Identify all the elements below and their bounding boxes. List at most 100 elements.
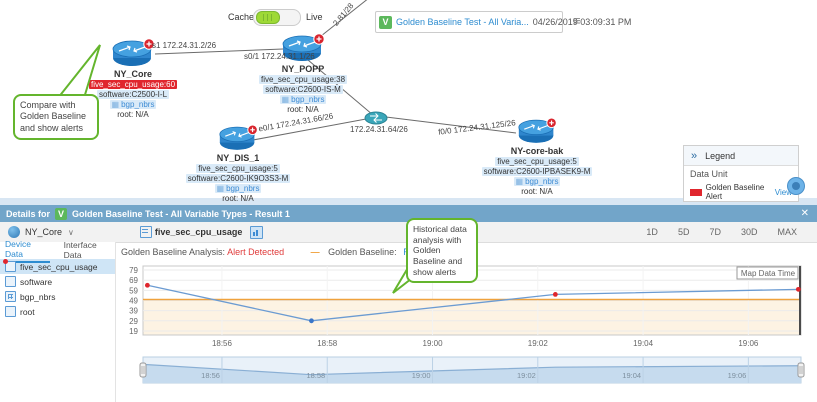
- variable-alert-icon: [3, 259, 16, 272]
- callout-historical-analysis: Historical data analysis with Golden Bas…: [406, 218, 478, 284]
- svg-text:19:06: 19:06: [738, 339, 759, 348]
- analysis-label: Golden Baseline Analysis:: [121, 247, 226, 257]
- device-ny-popp[interactable]: NY_POPP five_sec_cpu_usage:38 software:C…: [238, 33, 368, 114]
- device-cpu: five_sec_cpu_usage:5: [495, 157, 579, 166]
- tab-device-data[interactable]: Device Data: [5, 239, 50, 263]
- tab-five-sec-cpu-usage[interactable]: five_sec_cpu_usage: [139, 226, 242, 238]
- svg-text:19: 19: [129, 327, 138, 336]
- range-30d-button[interactable]: 30D: [740, 227, 758, 237]
- legend-section-label: Data Unit: [690, 169, 728, 179]
- device-root: root: N/A: [117, 110, 149, 119]
- svg-text:18:58: 18:58: [306, 371, 325, 380]
- device-selector[interactable]: NY_Core ∨: [0, 226, 74, 238]
- legend-alert-label: Golden Baseline Alert: [705, 183, 765, 201]
- svg-text:18:58: 18:58: [317, 339, 338, 348]
- selected-device-name: NY_Core: [25, 227, 63, 237]
- link-label: 2.81/28: [331, 1, 356, 28]
- tab-interface-data[interactable]: Interface Data: [63, 239, 97, 260]
- baseline-test-selector[interactable]: V Golden Baseline Test - All Varia... 04…: [375, 11, 631, 33]
- range-max-button[interactable]: MAX: [777, 227, 797, 237]
- baseline-test-title: Golden Baseline Test - All Varia...: [396, 17, 529, 27]
- tree-item-bgp-nbrs[interactable]: bgp_nbrs: [0, 289, 115, 304]
- table-icon: [5, 291, 16, 302]
- svg-text:59: 59: [129, 286, 138, 295]
- device-name: NY_DIS_1: [216, 153, 260, 163]
- device-root: root: N/A: [521, 187, 553, 196]
- svg-text:69: 69: [129, 276, 138, 285]
- tree-item-software[interactable]: software: [0, 274, 115, 289]
- map-control-button[interactable]: [787, 177, 805, 195]
- baseline-test-timestamp: 04/26/2019 03:09:31 PM: [532, 17, 632, 27]
- device-software: software:C2600-IK9O3S3-M: [185, 174, 291, 183]
- device-cpu-alert: five_sec_cpu_usage:60: [88, 80, 178, 89]
- variable-icon: [5, 306, 16, 317]
- topology-map: s1 172.24.31.2/26 s0/1 172.24.31.1/26 e0…: [0, 0, 817, 203]
- device-ny-core[interactable]: NY_Core five_sec_cpu_usage:60 software:C…: [68, 38, 198, 119]
- cache-live-toggle[interactable]: [253, 9, 301, 26]
- link-label: s1 172.24.31.2/26: [152, 41, 217, 50]
- alert-status: Alert Detected: [227, 247, 285, 257]
- svg-text:Map Data Time: Map Data Time: [741, 269, 796, 278]
- router-icon: [219, 124, 258, 150]
- device-bgp-link[interactable]: ▦bgp_nbrs: [109, 100, 157, 109]
- alert-badge-icon: [247, 124, 258, 135]
- legend-panel: » Legend Data Unit Golden Baseline Alert…: [683, 145, 799, 202]
- device-bgp-link[interactable]: ▦bgp_nbrs: [513, 177, 561, 186]
- device-software: software:C2600-IPBASEK9-M: [481, 167, 593, 176]
- callout-compare-baseline: Compare with Golden Baseline and show al…: [13, 94, 99, 140]
- device-bgp-link[interactable]: ▦bgp_nbrs: [214, 184, 262, 193]
- map-details-divider: [0, 198, 817, 205]
- toggle-knob: [256, 11, 280, 24]
- device-name: NY_POPP: [281, 64, 325, 74]
- media-switch-icon: [364, 111, 388, 125]
- details-for-label: Details for: [6, 208, 51, 219]
- baseline-label: Golden Baseline:: [328, 247, 397, 257]
- device-software: software:C2600-IS-M: [263, 85, 343, 94]
- device-ny-dis-1[interactable]: NY_DIS_1 five_sec_cpu_usage:5 software:C…: [173, 124, 303, 203]
- cache-label: Cache: [228, 12, 255, 22]
- svg-text:29: 29: [129, 317, 138, 326]
- device-bgp-link[interactable]: ▦bgp_nbrs: [279, 95, 327, 104]
- time-range-navigator[interactable]: 18:56 18:58 19:00 19:02 19:04 19:06: [115, 354, 817, 388]
- svg-text:18:56: 18:56: [212, 339, 233, 348]
- range-1d-button[interactable]: 1D: [646, 227, 658, 237]
- range-5d-button[interactable]: 5D: [677, 227, 690, 237]
- chart-view-icon[interactable]: [250, 225, 264, 239]
- device-ny-core-bak[interactable]: NY-core-bak five_sec_cpu_usage:5 softwar…: [472, 117, 602, 196]
- svg-text:49: 49: [129, 297, 138, 306]
- device-root: root: N/A: [222, 194, 254, 203]
- legend-view-link[interactable]: View: [774, 187, 792, 197]
- alert-badge-icon: [143, 38, 155, 50]
- baseline-line-swatch: —: [310, 247, 320, 257]
- variable-badge-icon: V: [55, 207, 68, 220]
- menu-icon[interactable]: ≡: [573, 13, 581, 28]
- svg-text:39: 39: [129, 307, 138, 316]
- svg-text:19:06: 19:06: [728, 371, 747, 380]
- svg-text:19:04: 19:04: [622, 371, 641, 380]
- close-icon[interactable]: ✕: [800, 208, 809, 219]
- tree-item-root[interactable]: root: [0, 304, 115, 319]
- link-label: s0/1 172.24.31.1/26: [244, 52, 315, 61]
- chevron-down-icon: ∨: [68, 227, 74, 237]
- legend-title: Legend: [705, 150, 736, 161]
- router-icon: [112, 38, 155, 66]
- alert-badge-icon: [546, 117, 557, 128]
- svg-text:18:56: 18:56: [201, 371, 220, 380]
- alert-color-swatch: [690, 188, 702, 196]
- details-header: Details for V Golden Baseline Test - All…: [0, 205, 817, 222]
- variable-badge-icon: V: [379, 15, 392, 29]
- tree-item-five-sec-cpu-usage[interactable]: five_sec_cpu_usage: [0, 259, 115, 274]
- svg-text:19:00: 19:00: [412, 371, 431, 380]
- range-7d-button[interactable]: 7D: [709, 227, 721, 237]
- time-range-buttons: 1D 5D 7D 30D MAX: [646, 227, 797, 237]
- alert-badge-icon: [313, 33, 325, 45]
- svg-text:19:00: 19:00: [423, 339, 444, 348]
- device-icon: [8, 226, 20, 238]
- device-software: software:C2500-I-L: [96, 90, 170, 99]
- live-label: Live: [306, 12, 323, 22]
- svg-text:19:02: 19:02: [517, 371, 536, 380]
- legend-collapse-icon[interactable]: »: [691, 149, 698, 162]
- variable-icon: [139, 226, 152, 238]
- table-icon: ▦: [111, 100, 120, 109]
